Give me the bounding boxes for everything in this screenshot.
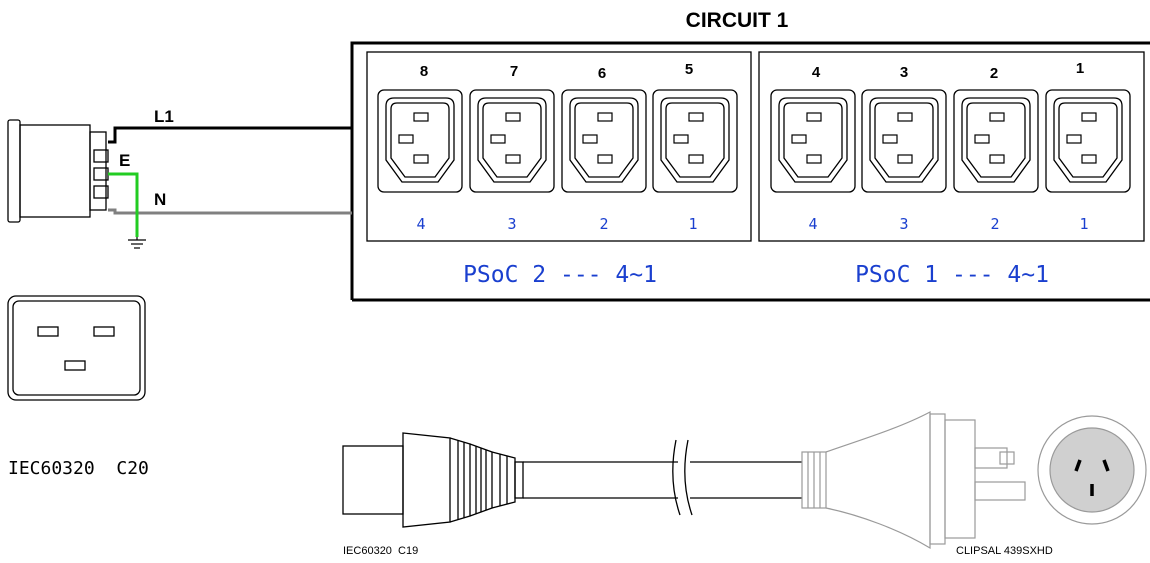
clipsal-socket-pins [1074, 459, 1110, 496]
earth-label: E [119, 151, 130, 170]
psoc1-group-box [758, 51, 1145, 242]
page-title: CIRCUIT 1 [686, 9, 789, 32]
outlet-number: 5 [685, 61, 693, 78]
c20-inlet-icon [7, 295, 146, 401]
c19-label: IEC60320 C19 [343, 545, 418, 557]
outlet-number: 7 [510, 63, 518, 80]
outlet-6 [561, 89, 647, 193]
outlet-8 [377, 89, 463, 193]
outlet-number: 1 [1076, 60, 1084, 77]
live-label: L1 [154, 107, 174, 126]
psoc2-group-box [366, 51, 752, 242]
outlet-1 [1045, 89, 1131, 193]
clipsal-label: CLIPSAL 439SXHD [956, 545, 1053, 557]
psoc-channel-number: 2 [599, 215, 608, 233]
psoc-channel-number: 1 [688, 215, 697, 233]
psoc-channel-number: 4 [416, 215, 425, 233]
outlet-7 [469, 89, 555, 193]
ground-symbol [128, 237, 146, 249]
psoc-channel-number: 2 [990, 215, 999, 233]
outlets [377, 89, 1131, 193]
outlet-number: 4 [812, 64, 821, 81]
earth-wire [108, 172, 139, 237]
power-cord [342, 432, 802, 528]
outlet-number: 2 [990, 65, 998, 82]
outlet-2 [953, 89, 1039, 193]
neutral-wire [108, 208, 352, 215]
psoc2-label: PSoC 2 --- 4~1 [463, 262, 657, 288]
neutral-label: N [154, 190, 166, 209]
psoc-channel-number: 3 [507, 215, 516, 233]
outlet-4 [770, 89, 856, 193]
outlet-number: 8 [420, 63, 428, 80]
outlet-number: 3 [900, 64, 908, 81]
power-inlet-side [7, 119, 109, 223]
outlet-5 [652, 89, 738, 193]
psoc1-label: PSoC 1 --- 4~1 [855, 262, 1049, 288]
c20-label: IEC60320 C20 [8, 458, 149, 479]
clipsal-plug-icon [801, 411, 1147, 550]
outlet-3 [861, 89, 947, 193]
psoc-channel-number: 4 [808, 215, 817, 233]
psoc-channel-number: 1 [1079, 215, 1088, 233]
wiring [108, 126, 352, 249]
psoc-channel-number: 3 [899, 215, 908, 233]
outlet-number: 6 [598, 65, 606, 82]
live-wire [108, 126, 352, 144]
